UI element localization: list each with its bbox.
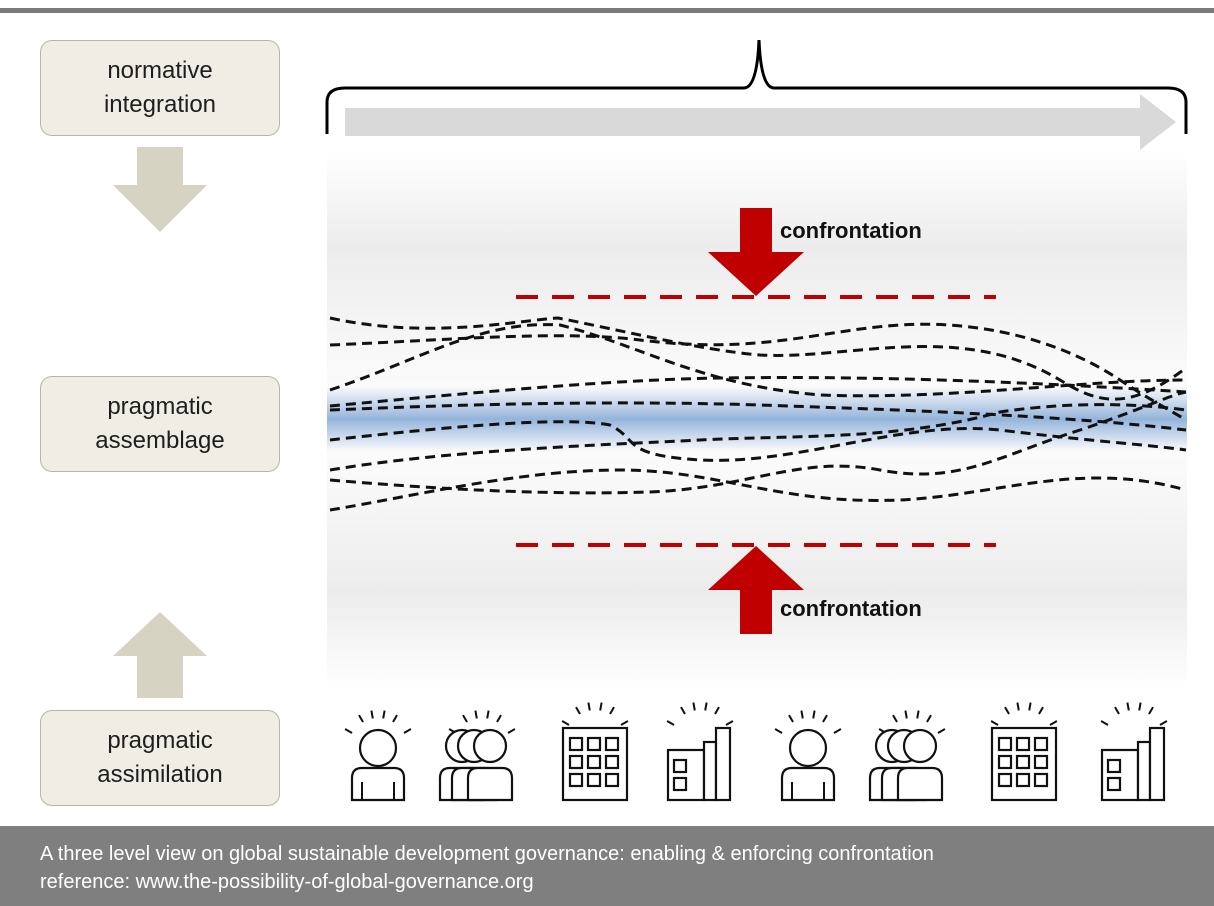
curly-brace [325,39,1188,134]
confrontation-up-arrow-icon [708,546,804,634]
factory-icon [666,702,734,802]
caption: A three level view on global sustainable… [0,826,1214,906]
box-label-line1: pragmatic [107,727,213,754]
box-label-line1: pragmatic [107,393,213,420]
trajectory-line [329,403,1187,472]
person-icon [774,710,842,802]
top-rule [0,8,1214,13]
trajectory-line [329,376,1187,408]
trajectory-line [329,401,1187,432]
time-arrow-icon [345,94,1176,150]
normative-integration-box: normative integration [40,40,280,136]
up-arrow-icon [113,612,207,698]
office-building-icon [990,702,1058,802]
trajectory-line [329,322,1187,422]
trajectory-line [329,323,1187,398]
confrontation-label-top: confrontation [780,218,922,243]
confrontation-label-bottom: confrontation [780,596,922,621]
group-icon [868,710,946,802]
person-icon [344,710,412,802]
actors-row [344,702,1168,802]
trajectory-line [329,390,1187,495]
office-building-icon [561,702,629,802]
box-label-line2: assemblage [95,427,225,454]
governance-diagram [113,39,1188,802]
group-icon [438,710,516,802]
confrontation-down-arrow-icon [708,208,804,296]
box-label-line2: integration [103,91,217,118]
box-label-line2: assimilation [97,761,223,788]
actor-trajectories [329,316,1187,512]
pragmatic-assemblage-box: pragmatic assemblage [40,376,280,472]
caption-title: A three level view on global sustainable… [40,843,934,865]
trajectory-line [329,316,1187,401]
box-label-line1: normative [107,57,213,84]
down-arrow-icon [113,147,207,232]
pragmatic-assimilation-box: pragmatic assimilation [40,710,280,806]
factory-icon [1100,702,1168,802]
caption-reference: reference: www.the-possibility-of-global… [40,871,534,893]
